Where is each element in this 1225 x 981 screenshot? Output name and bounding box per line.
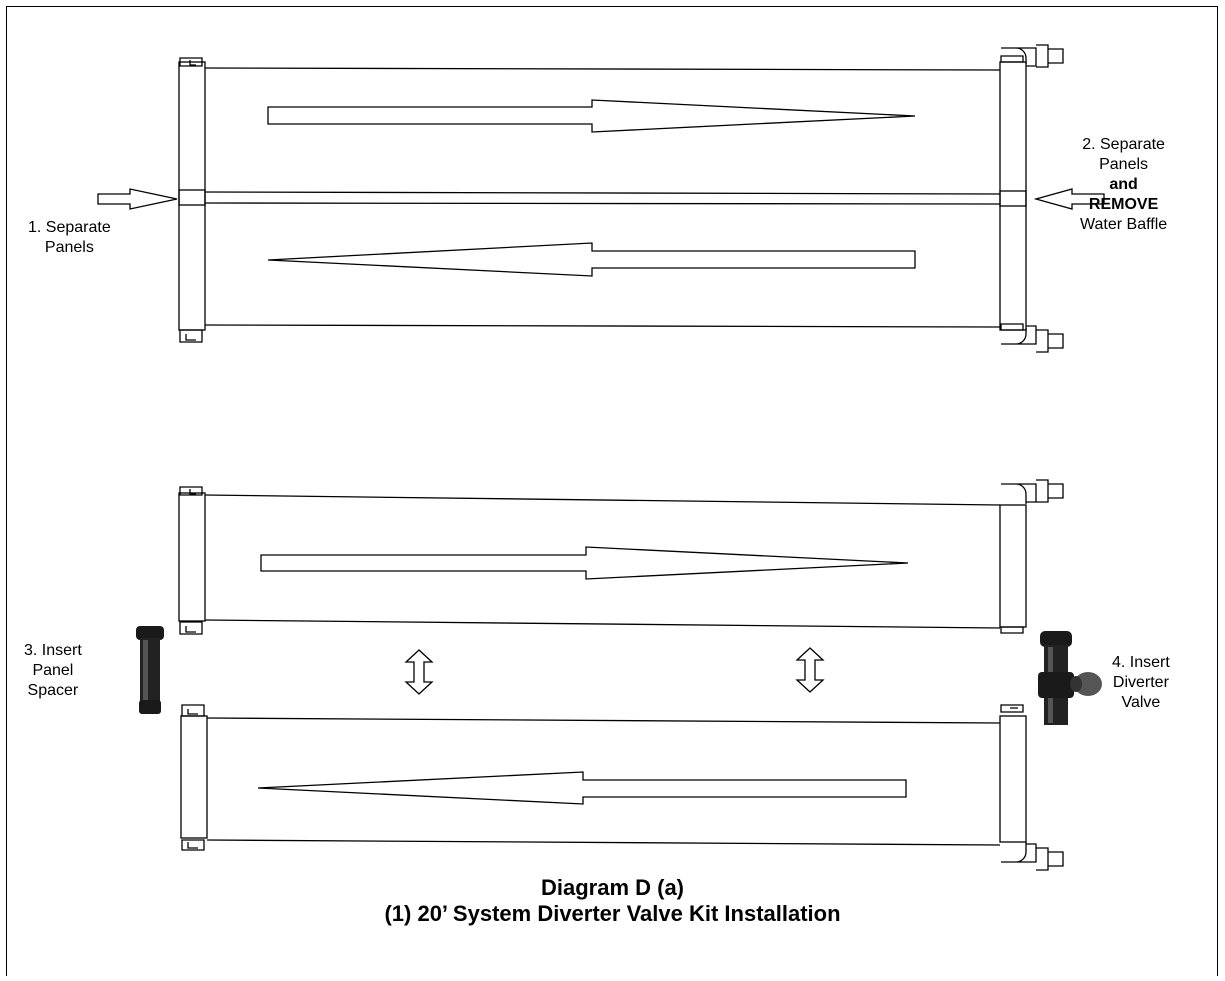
- diagram-frame: [6, 6, 1218, 976]
- top-right-elbow-lower: [1001, 325, 1064, 353]
- step3-label: 3. Insert Panel Spacer: [24, 641, 82, 701]
- panel-spacer-part: [136, 626, 164, 714]
- step2-label: 2. Separate Panels and REMOVE Water Baff…: [1080, 135, 1167, 235]
- left-gap-double-arrow: [404, 649, 434, 695]
- right-gap-double-arrow: [795, 647, 825, 693]
- top-left-header: [178, 61, 206, 331]
- step1-line2: Panels: [44, 239, 94, 256]
- bottom-upper-right-header: [999, 504, 1027, 628]
- top-panel-assembly: [97, 44, 1105, 353]
- bottom-lower-left-header: [180, 715, 208, 839]
- diverter-valve-part: [1038, 631, 1102, 725]
- diagram-caption: Diagram D (a) (1) 20’ System Diverter Va…: [0, 875, 1225, 927]
- bottom-lower-flow-arrow: [257, 771, 907, 805]
- bottom-upper-flow-arrow: [260, 546, 909, 580]
- step4-line1: 4. Insert: [1112, 654, 1170, 671]
- bottom-right-elbow-lower: [1001, 842, 1064, 871]
- bottom-upper-left-header: [178, 492, 206, 622]
- bottom-panel-assembly: [178, 479, 1064, 871]
- step1-line1: 1. Separate: [28, 219, 111, 236]
- step3-line1: 3. Insert: [24, 642, 82, 659]
- step3-line2: Panel: [32, 662, 74, 679]
- step3-line3: Spacer: [27, 682, 79, 699]
- step4-line2: Diverter: [1112, 674, 1169, 691]
- diagram-title: Diagram D (a): [540, 875, 685, 900]
- top-lower-flow-arrow: [267, 242, 916, 277]
- step2-line5: Water Baffle: [1080, 216, 1168, 233]
- step2-pointer-arrow: [1033, 188, 1105, 210]
- bottom-right-elbow-upper: [1001, 479, 1064, 504]
- step1-pointer-arrow: [97, 188, 178, 210]
- step4-line3: Valve: [1121, 694, 1161, 711]
- top-right-joint: [999, 190, 1027, 207]
- top-right-elbow-upper: [1001, 44, 1064, 68]
- step2-line2: Panels: [1099, 156, 1149, 173]
- top-right-header: [999, 61, 1027, 331]
- bottom-lower-right-header: [999, 715, 1027, 843]
- top-left-joint: [178, 189, 206, 206]
- top-upper-flow-arrow: [267, 99, 916, 133]
- step2-line3: and: [1109, 176, 1138, 193]
- step4-label: 4. Insert Diverter Valve: [1112, 653, 1170, 713]
- diagram-subtitle: (1) 20’ System Diverter Valve Kit Instal…: [384, 901, 841, 926]
- step2-line4: REMOVE: [1088, 196, 1159, 213]
- step2-line1: 2. Separate: [1082, 136, 1165, 153]
- step1-label: 1. Separate Panels: [28, 218, 111, 258]
